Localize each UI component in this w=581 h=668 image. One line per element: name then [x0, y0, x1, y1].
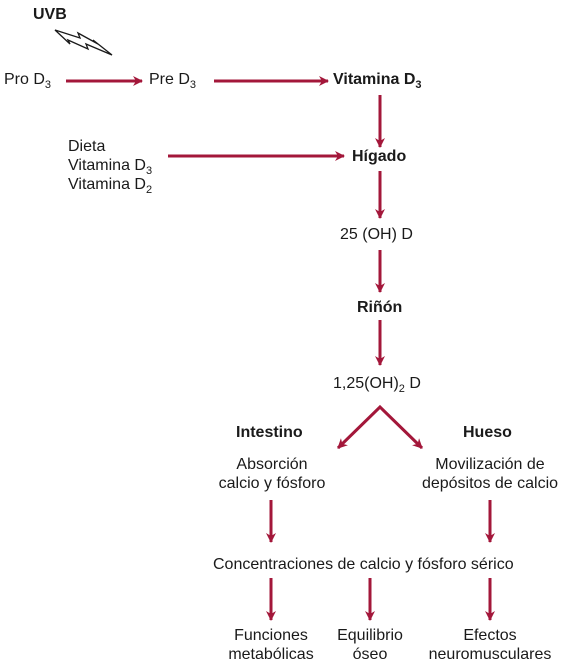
- pre-d3-node: Pre D3: [149, 71, 197, 91]
- 25-oh-d-node: 25 (OH) D: [340, 226, 413, 243]
- efectos-neuromusculares-node: Efectos neuromusculares: [428, 627, 552, 663]
- concentraciones-node: Concentraciones de calcio y fósforo séri…: [213, 556, 514, 573]
- dieta-vitamina-d2: Vitamina D2: [68, 176, 153, 196]
- lightning-bolt-icon: [54, 29, 113, 56]
- pro-d3-node: Pro D3: [4, 71, 52, 91]
- uvb-label: UVB: [33, 6, 67, 23]
- dieta-vitamina-d3: Vitamina D3: [68, 157, 153, 177]
- absorcion-node: Absorción calcio y fósforo: [218, 456, 326, 492]
- equilibrio-oseo-node: Equilibrio óseo: [337, 627, 403, 663]
- funciones-metabolicas-node: Funciones metabólicas: [228, 627, 314, 663]
- vitamina-d3-node: Vitamina D3: [333, 71, 422, 91]
- rinon-node: Riñón: [357, 299, 403, 316]
- hueso-label: Hueso: [463, 424, 512, 441]
- 125-oh2-d-node: 1,25(OH)2 D: [333, 375, 421, 395]
- intestino-label: Intestino: [236, 424, 303, 441]
- arrow-125oh2d-to-intestino-and-hueso: [336, 404, 424, 450]
- higado-node: Hígado: [352, 148, 407, 165]
- movilizacion-node: Movilización de depósitos de calcio: [421, 456, 559, 492]
- dieta-label: Dieta: [68, 138, 106, 155]
